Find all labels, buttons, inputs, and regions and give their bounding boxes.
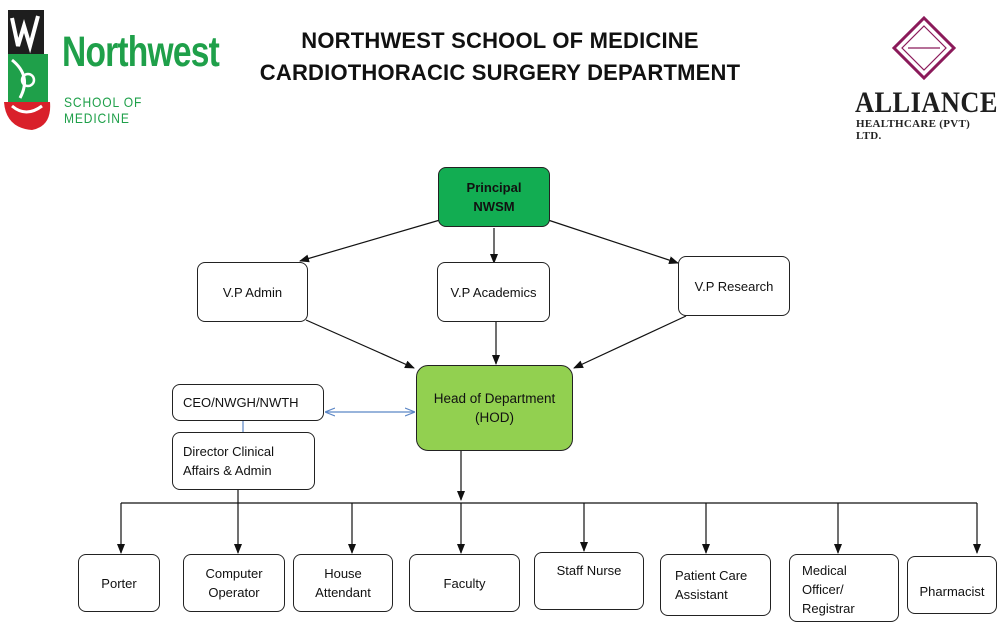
edge-vp-admin-hod bbox=[305, 319, 415, 369]
node-vp-admin: V.P Admin bbox=[197, 262, 308, 322]
page-title-line-2: CARDIOTHORACIC SURGERY DEPARTMENT bbox=[259, 60, 741, 85]
node-director-label: Director Clinical Affairs & Admin bbox=[183, 444, 275, 478]
node-porter-label: Porter bbox=[101, 575, 137, 591]
node-computer-operator: Computer Operator bbox=[183, 554, 285, 612]
node-faculty: Faculty bbox=[409, 554, 520, 612]
northwest-logo-subtitle: SCHOOL OF MEDICINE bbox=[64, 94, 143, 126]
page-title-line-1: NORTHWEST SCHOOL OF MEDICINE bbox=[301, 28, 699, 53]
edge-principal-vp-research bbox=[547, 219, 679, 264]
node-principal: Principal NWSM bbox=[438, 167, 550, 227]
node-ceo-label: CEO/NWGH/NWTH bbox=[183, 395, 299, 410]
node-house-attendant-label: House Attendant bbox=[315, 566, 371, 600]
alliance-logo-word: ALLIANCE bbox=[855, 86, 998, 119]
node-medical-officer-label: Medical Officer/ Registrar bbox=[802, 563, 855, 616]
node-staff-nurse: Staff Nurse bbox=[534, 552, 644, 610]
alliance-logo-subtitle: HEALTHCARE (PVT) LTD. bbox=[856, 118, 971, 142]
edge-principal-vp-admin bbox=[299, 219, 441, 263]
node-patient-care: Patient Care Assistant bbox=[660, 554, 771, 616]
northwest-logo: Northwest SCHOOL OF MEDICINE bbox=[2, 6, 220, 134]
node-vp-admin-label: V.P Admin bbox=[222, 284, 283, 300]
node-ceo: CEO/NWGH/NWTH bbox=[172, 384, 324, 421]
alliance-emblem-icon bbox=[891, 15, 957, 81]
node-patient-care-label: Patient Care Assistant bbox=[675, 568, 748, 602]
node-house-attendant: House Attendant bbox=[293, 554, 393, 612]
node-vp-research-label: V.P Research bbox=[694, 278, 774, 294]
node-pharmacist-label: Pharmacist bbox=[919, 583, 985, 599]
node-vp-academics-label: V.P Academics bbox=[450, 284, 537, 300]
node-staff-nurse-label: Staff Nurse bbox=[556, 563, 622, 578]
node-porter: Porter bbox=[78, 554, 160, 612]
node-hod-label: Head of Department (HOD) bbox=[433, 391, 556, 425]
northwest-logo-word: Northwest bbox=[62, 28, 220, 76]
node-hod: Head of Department (HOD) bbox=[416, 365, 573, 451]
node-vp-academics: V.P Academics bbox=[437, 262, 550, 322]
northwest-emblem-icon bbox=[4, 10, 51, 130]
alliance-logo: ALLIANCE HEALTHCARE (PVT) LTD. bbox=[850, 14, 998, 142]
node-medical-officer: Medical Officer/ Registrar bbox=[789, 554, 899, 622]
node-vp-research: V.P Research bbox=[678, 256, 790, 316]
node-principal-label: Principal NWSM bbox=[466, 180, 522, 214]
edge-vp-research-hod bbox=[573, 315, 687, 369]
node-computer-operator-label: Computer Operator bbox=[205, 566, 263, 600]
node-director: Director Clinical Affairs & Admin bbox=[172, 432, 315, 490]
node-pharmacist: Pharmacist bbox=[907, 556, 997, 614]
node-faculty-label: Faculty bbox=[443, 575, 486, 591]
